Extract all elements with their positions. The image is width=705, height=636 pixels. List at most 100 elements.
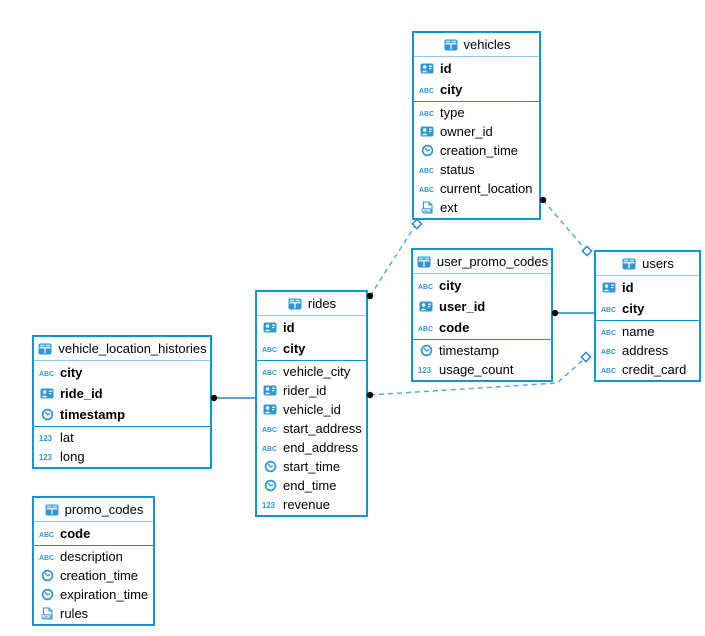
field-row-id[interactable]: id [414, 58, 539, 79]
field-row-creation_time[interactable]: creation_time [414, 141, 539, 160]
table-header-user_promo_codes[interactable]: user_promo_codes [413, 250, 551, 274]
text-type-icon: ABC [601, 365, 617, 375]
svg-text:JSON: JSON [422, 209, 432, 213]
table-title: promo_codes [64, 502, 144, 517]
text-type-icon: ABC [39, 529, 55, 539]
field-row-timestamp[interactable]: timestamp [413, 341, 551, 360]
svg-text:ABC: ABC [262, 425, 278, 434]
field-row-id[interactable]: id [257, 317, 366, 338]
number-type-icon: 123 [39, 452, 55, 462]
text-type-icon: ABC [419, 165, 435, 175]
text-type-icon: ABC [39, 552, 55, 562]
field-name: ride_id [60, 386, 103, 401]
text-type-icon: ABC [601, 304, 617, 314]
svg-text:ABC: ABC [418, 324, 434, 333]
field-row-start_address[interactable]: ABC start_address [257, 419, 366, 438]
field-row-expiration_time[interactable]: expiration_time [34, 585, 153, 604]
field-name: start_time [283, 459, 341, 474]
field-row-creation_time[interactable]: creation_time [34, 566, 153, 585]
field-name: creation_time [440, 143, 519, 158]
svg-text:ABC: ABC [262, 345, 278, 354]
field-row-ride_id[interactable]: ride_id [34, 383, 210, 404]
id-badge-icon [39, 388, 55, 399]
field-name: current_location [440, 181, 533, 196]
id-badge-icon [262, 404, 278, 415]
field-name: lat [60, 430, 74, 445]
id-badge-icon [419, 126, 435, 137]
field-name: rider_id [283, 383, 327, 398]
time-type-icon [39, 569, 55, 582]
field-row-timestamp[interactable]: timestamp [34, 404, 210, 425]
field-row-end_time[interactable]: end_time [257, 476, 366, 495]
svg-text:ABC: ABC [601, 347, 617, 356]
field-name: timestamp [60, 407, 126, 422]
relation-vehicles-users [542, 199, 586, 250]
field-name: rules [60, 606, 89, 621]
text-type-icon: ABC [419, 184, 435, 194]
number-type-icon: 123 [418, 365, 434, 375]
field-row-owner_id[interactable]: owner_id [414, 122, 539, 141]
table-title: rides [307, 296, 337, 311]
text-type-icon: ABC [419, 85, 435, 95]
text-type-icon: ABC [418, 281, 434, 291]
table-header-rides[interactable]: rides [257, 292, 366, 316]
field-row-id[interactable]: id [596, 277, 699, 298]
svg-text:123: 123 [418, 366, 432, 375]
relation-rides-vehicles [369, 225, 416, 297]
text-type-icon: ABC [601, 327, 617, 337]
table-header-vehicle_location_histories[interactable]: vehicle_location_histories [34, 337, 210, 361]
field-name: start_address [283, 421, 362, 436]
table-header-promo_codes[interactable]: promo_codes [34, 498, 153, 522]
field-name: id [622, 280, 634, 295]
field-row-start_time[interactable]: start_time [257, 457, 366, 476]
svg-text:ABC: ABC [419, 109, 435, 118]
field-name: creation_time [60, 568, 139, 583]
svg-text:ABC: ABC [262, 368, 278, 377]
table-header-users[interactable]: users [596, 252, 699, 276]
field-name: vehicle_city [283, 364, 351, 379]
svg-text:123: 123 [39, 453, 53, 462]
field-name: user_id [439, 299, 486, 314]
field-row-vehicle_id[interactable]: vehicle_id [257, 400, 366, 419]
field-row-rider_id[interactable]: rider_id [257, 381, 366, 400]
svg-text:ABC: ABC [601, 366, 617, 375]
field-row-user_id[interactable]: user_id [413, 296, 551, 317]
field-name: revenue [283, 497, 330, 512]
svg-text:ABC: ABC [601, 328, 617, 337]
field-row-code[interactable]: ABC code [413, 317, 551, 338]
field-name: code [439, 320, 470, 335]
table-header-vehicles[interactable]: vehicles [414, 33, 539, 57]
table-icon [44, 504, 60, 516]
field-row-vehicle_city[interactable]: ABC vehicle_city [257, 362, 366, 381]
text-type-icon: ABC [262, 424, 278, 434]
field-row-current_location[interactable]: ABC current_location [414, 179, 539, 198]
